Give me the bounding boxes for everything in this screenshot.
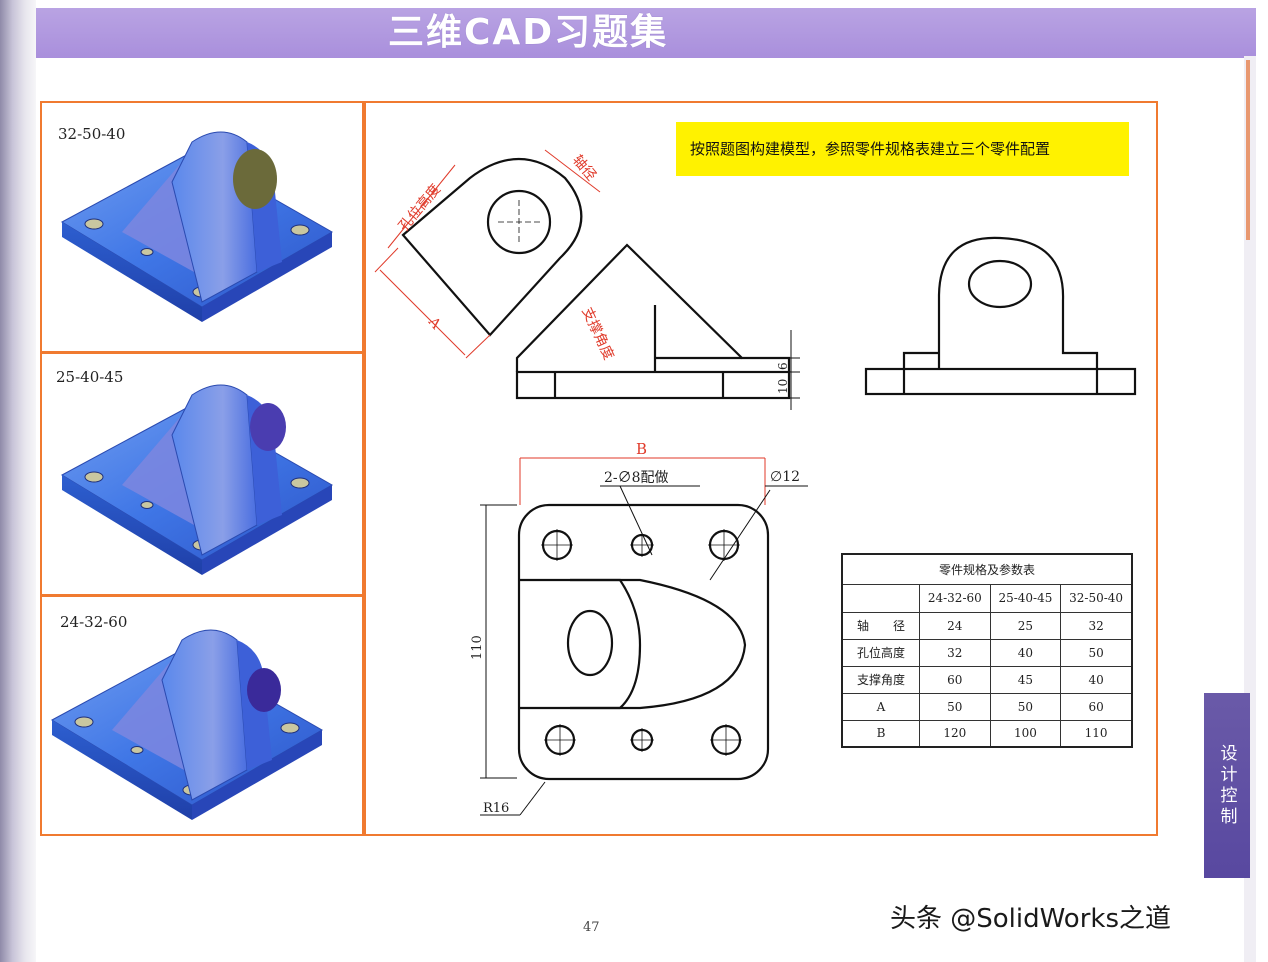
- variant-label-3: 24-32-60: [60, 613, 128, 631]
- spec-col-header: 24-32-60: [919, 583, 991, 613]
- spec-row-label: B: [841, 719, 920, 748]
- bore-hole: [250, 403, 286, 451]
- dim-a: A: [424, 314, 444, 333]
- centerlines: [541, 529, 742, 756]
- spec-row-label: A: [841, 692, 920, 721]
- model-25-40-45: [61, 384, 333, 576]
- page-number: 47: [583, 920, 600, 935]
- black-dimension-lines: [480, 330, 808, 816]
- bore-hole: [233, 149, 277, 209]
- dim-d12: ∅12: [770, 469, 800, 485]
- dimension-lines: [374, 149, 766, 505]
- instruction-banner: 按照题图构建模型，参照零件规格表建立三个零件配置: [676, 122, 1129, 176]
- dim-holes: 2-∅8配做: [604, 470, 669, 486]
- row-divider: [40, 351, 364, 354]
- spec-col-header: 32-50-40: [1060, 583, 1133, 613]
- spec-cell: 60: [919, 665, 991, 694]
- spec-cell: 60: [1060, 692, 1133, 721]
- header-band: [36, 8, 1256, 58]
- spec-cell: 32: [1060, 611, 1133, 640]
- exercise-frame: [40, 101, 1158, 836]
- spec-cell: 40: [989, 638, 1062, 667]
- dim-110: 110: [470, 635, 485, 660]
- book-spine: [0, 0, 36, 962]
- spec-row-label: 孔位高度: [841, 638, 920, 667]
- spec-cell: 50: [989, 692, 1062, 721]
- side-view: [864, 236, 1137, 396]
- bore-hole: [247, 668, 281, 712]
- dim-10: 10: [776, 379, 790, 394]
- row-divider: [40, 594, 364, 597]
- spec-row-label: 轴 径: [841, 611, 920, 640]
- top-view: [517, 503, 770, 781]
- dim-6: 6: [776, 362, 790, 370]
- spec-col-header: 25-40-45: [989, 583, 1062, 613]
- auxiliary-view: [401, 158, 583, 337]
- dim-shaft-diameter: 轴径: [569, 152, 599, 184]
- dim-support-angle: 支撑角度: [578, 305, 616, 363]
- dim-r16: R16: [483, 801, 509, 816]
- model-32-50-40: [61, 131, 333, 323]
- model-24-32-60: [51, 629, 323, 821]
- variant-label-2: 25-40-45: [56, 368, 124, 386]
- spec-cell: 32: [919, 638, 991, 667]
- dim-b: B: [636, 440, 647, 458]
- page-edge-marker: [1246, 60, 1250, 240]
- spec-cell: 25: [989, 611, 1062, 640]
- spec-cell: 120: [919, 719, 991, 748]
- spec-cell: 40: [1060, 665, 1133, 694]
- page-title: 三维CAD习题集: [388, 12, 669, 53]
- variant-label-1: 32-50-40: [58, 125, 126, 143]
- spec-cell: 50: [919, 692, 991, 721]
- section-tab: 设计控制: [1204, 693, 1250, 878]
- spec-cell: 45: [989, 665, 1062, 694]
- spec-cell: 110: [1060, 719, 1133, 748]
- spec-table-title: 零件规格及参数表: [841, 553, 1133, 585]
- spec-table: 零件规格及参数表 24-32-60 25-40-45 32-50-40 轴 径 …: [841, 553, 1133, 748]
- column-divider: [362, 101, 366, 836]
- front-view: [515, 243, 791, 400]
- spec-cell: 24: [919, 611, 991, 640]
- spec-table-corner: [841, 583, 920, 613]
- watermark: 头条 @SolidWorks之道: [890, 904, 1172, 934]
- spec-cell: 100: [989, 719, 1062, 748]
- spec-row-label: 支撑角度: [841, 665, 920, 694]
- spec-cell: 50: [1060, 638, 1133, 667]
